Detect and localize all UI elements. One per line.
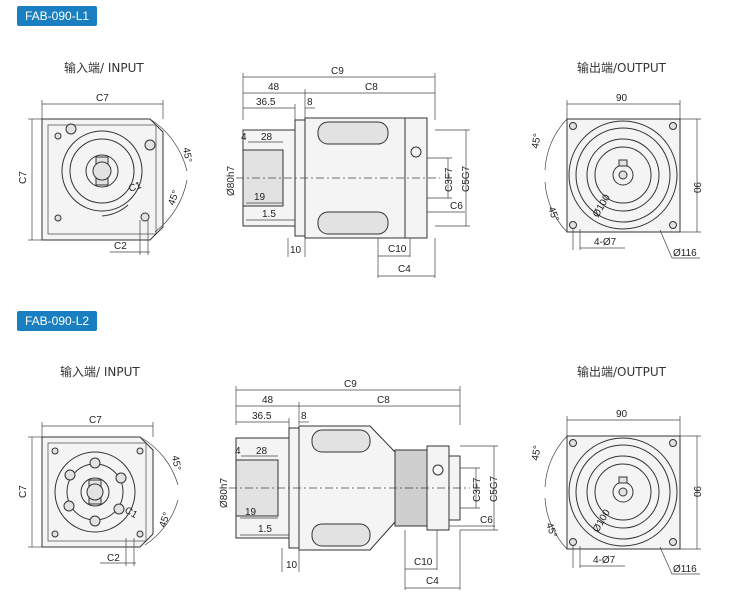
input-label-l1: 输入端/ INPUT xyxy=(64,61,144,75)
dim-1-5-l2: 1.5 xyxy=(258,524,272,535)
input-view-l1: C7 C7 C1 45° 45° xyxy=(18,93,194,255)
housing-slot-bottom-l1 xyxy=(317,211,389,235)
dim-80-l2: Ø80h7 xyxy=(219,478,230,508)
dim-c10-l1: C10 xyxy=(388,244,407,255)
dim-c10-l2: C10 xyxy=(414,557,433,568)
output-label-l1: 输出端/OUTPUT xyxy=(577,61,666,75)
dim-90-side-l2: 90 xyxy=(691,486,702,498)
dim-c3-l2: C3F7 xyxy=(472,477,483,502)
model-tag-l1: FAB-090-L1 xyxy=(17,6,98,26)
dim-c9-l2: C9 xyxy=(344,379,357,390)
dim-c7-side-l2: C7 xyxy=(18,485,29,498)
dim-c4-l2: C4 xyxy=(426,576,439,587)
dim-90-side-l1: 90 xyxy=(691,182,702,194)
angle-top-l1: 45° xyxy=(180,147,193,164)
dim-c6-l1: C6 xyxy=(450,201,463,212)
model-tag-l2: FAB-090-L2 xyxy=(17,311,98,331)
dim-8-l1: 8 xyxy=(307,97,313,108)
angle-bottom-l2: 45° xyxy=(157,511,173,529)
dim-4-l2: 4 xyxy=(235,446,241,457)
dim-4-l1: 4 xyxy=(241,132,247,143)
dim-90-top-l1: 90 xyxy=(616,93,628,104)
dim-c7-top-l1: C7 xyxy=(96,93,109,104)
dim-c7-side-l1: C7 xyxy=(18,171,29,184)
hole-br-l1 xyxy=(669,221,677,229)
hole-br-l2 xyxy=(669,538,677,546)
dim-80-l1: Ø80h7 xyxy=(226,166,237,196)
dim-48-l1: 48 xyxy=(268,82,280,93)
hole-tl-l2 xyxy=(569,439,577,447)
output-label-l2: 输出端/OUTPUT xyxy=(577,365,666,379)
dim-10-l1: 10 xyxy=(290,245,302,256)
hole-bl-l1 xyxy=(569,221,577,229)
dim-c9-l1: C9 xyxy=(331,66,344,77)
dim-c5-l2: C5G7 xyxy=(489,475,500,502)
dim-c2-l2: C2 xyxy=(107,553,120,564)
input-view-l2: C7 C7 C1 45° 45° xyxy=(18,415,183,566)
hole-tr-l2 xyxy=(669,439,677,447)
angle-top-out-l2: 45° xyxy=(530,445,543,462)
dim-c1-l1: C1 xyxy=(127,180,143,195)
angle-bottom-out-l1: 45° xyxy=(545,205,561,223)
dim-c5-l1: C5G7 xyxy=(461,165,472,192)
output-view-l1: 90 90 45° 45° Ø100 4-Ø7 xyxy=(530,93,702,259)
dim-116-l2: Ø116 xyxy=(673,564,697,575)
dim-c6-l2: C6 xyxy=(480,515,493,526)
dim-36-5-l1: 36.5 xyxy=(256,97,276,108)
section-l1: C7 C7 C1 45° 45° xyxy=(18,66,702,278)
dim-holes-l2: 4-Ø7 xyxy=(593,555,616,566)
dim-c4-l1: C4 xyxy=(398,264,411,275)
dim-28-l2: 28 xyxy=(256,446,268,457)
angle-top-l2: 45° xyxy=(169,455,182,472)
dim-28-l1: 28 xyxy=(261,132,273,143)
input-shaft-l2 xyxy=(235,459,279,517)
angle-top-out-l1: 45° xyxy=(530,133,543,150)
dim-48-l2: 48 xyxy=(262,395,274,406)
dim-10-l2: 10 xyxy=(286,560,298,571)
dim-c2-l1: C2 xyxy=(114,241,127,252)
angle-bottom-l1: 45° xyxy=(166,189,182,207)
hole-bl-l2 xyxy=(569,538,577,546)
dim-36-5-l2: 36.5 xyxy=(252,411,272,422)
housing-slot-top-l1 xyxy=(317,121,389,145)
input-label-l2: 输入端/ INPUT xyxy=(60,365,140,379)
dim-90-top-l2: 90 xyxy=(616,409,628,420)
dim-1-5-l1: 1.5 xyxy=(262,209,276,220)
dim-19-l2: 19 xyxy=(245,507,257,518)
dim-c8-l2: C8 xyxy=(377,395,390,406)
dim-c3-l1: C3F7 xyxy=(444,167,455,192)
dim-holes-l1: 4-Ø7 xyxy=(594,237,617,248)
dim-c8-l1: C8 xyxy=(365,82,378,93)
dim-c7-top-l2: C7 xyxy=(89,415,102,426)
side-view-l2: C9 48 C8 36.5 8 4 28 Ø80h7 xyxy=(219,379,500,590)
hole-tr-l1 xyxy=(669,122,677,130)
side-view-l1: C9 48 C8 36.5 8 4 28 Ø80h7 xyxy=(226,66,472,278)
output-view-l2: 90 90 45° 45° Ø100 4-Ø7 xyxy=(530,409,702,575)
section-l2: C7 C7 C1 45° 45° xyxy=(18,379,702,590)
hole-tl-l1 xyxy=(569,122,577,130)
dim-8-l2: 8 xyxy=(301,411,307,422)
angle-bottom-out-l2: 45° xyxy=(543,521,559,539)
dim-116-l1: Ø116 xyxy=(673,248,697,259)
dim-19-l1: 19 xyxy=(254,192,266,203)
